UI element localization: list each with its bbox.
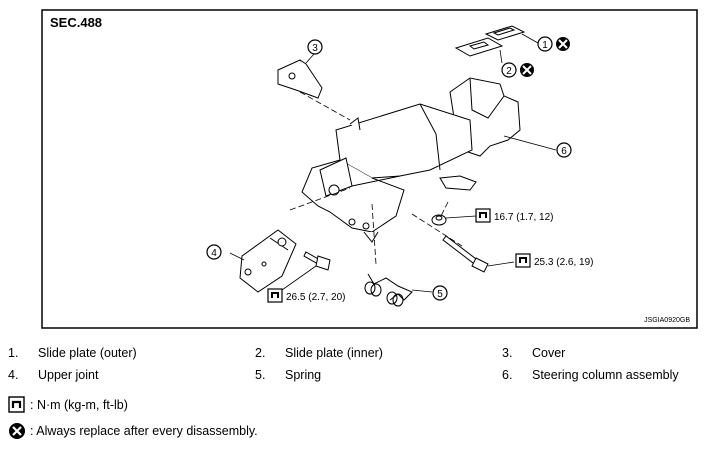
- cover: [277, 59, 323, 99]
- exploded-diagram: SEC.488 JSGIA0920GB: [41, 9, 698, 329]
- legend-row-1: 1. Slide plate (outer) 2. Slide plate (i…: [0, 346, 717, 364]
- legend-label: Steering column assembly: [532, 368, 679, 382]
- torque-value-nut: 16.7 (1.7, 12): [494, 212, 553, 223]
- callout-3: 3: [307, 39, 323, 55]
- torque-wrench-icon: [515, 253, 531, 268]
- legend-number: 3.: [502, 346, 513, 360]
- legend-label: Cover: [532, 346, 566, 360]
- torque-label-long-bolt: 25.3 (2.6, 19): [487, 253, 593, 268]
- legend-number: 4.: [8, 368, 19, 382]
- always-replace-icon: [556, 37, 570, 51]
- diagram-frame: [41, 9, 698, 329]
- torque-value-long-bolt: 25.3 (2.6, 19): [534, 257, 593, 268]
- legend-label: Upper joint: [38, 368, 99, 382]
- short-bolt: [303, 251, 331, 271]
- slide-plate-outer: [484, 25, 526, 41]
- slide-plate-inner: [454, 37, 504, 57]
- callout-4: 4: [206, 244, 222, 260]
- torque-value-short-bolt: 26.5 (2.7, 20): [286, 292, 345, 303]
- long-bolt: [442, 235, 489, 273]
- callout-4-number: 4: [211, 248, 217, 259]
- callout-5: 5: [432, 285, 448, 301]
- torque-wrench-icon: [267, 288, 283, 303]
- figure-code: JSGIA0920GB: [644, 317, 690, 324]
- callout-1: 1: [537, 36, 553, 52]
- callout-6-number: 6: [561, 146, 567, 157]
- callout-2: 2: [501, 62, 517, 78]
- legend-label: Slide plate (inner): [285, 346, 383, 360]
- section-label: SEC.488: [50, 15, 102, 30]
- callout-6: 6: [556, 142, 572, 158]
- callout-3-number: 3: [312, 43, 318, 54]
- torque-wrench-icon: [8, 396, 25, 413]
- legend-label: Slide plate (outer): [38, 346, 137, 360]
- upper-joint: [239, 229, 297, 293]
- torque-label-short-bolt: 26.5 (2.7, 20): [267, 265, 345, 303]
- callout-1-number: 1: [542, 40, 548, 51]
- legend-number: 2.: [255, 346, 266, 360]
- callout-2-number: 2: [506, 66, 512, 77]
- legend-label: Spring: [285, 368, 322, 382]
- torque-wrench-icon: [475, 208, 491, 223]
- spring: [364, 273, 413, 307]
- always-replace-icon: [9, 423, 25, 439]
- torque-label-nut: 16.7 (1.7, 12): [445, 208, 553, 223]
- always-replace-icon: [520, 63, 534, 77]
- legend-number: 5.: [255, 368, 266, 382]
- replace-note-text: : Always replace after every disassembly…: [30, 424, 258, 438]
- legend-number: 1.: [8, 346, 19, 360]
- nut: [431, 214, 447, 226]
- callout-5-number: 5: [437, 289, 443, 300]
- torque-unit-text: : N·m (kg-m, ft-lb): [30, 398, 128, 412]
- legend-row-2: 4. Upper joint 5. Spring 6. Steering col…: [0, 368, 717, 386]
- legend-number: 6.: [502, 368, 513, 382]
- steering-column-assembly: [301, 77, 521, 243]
